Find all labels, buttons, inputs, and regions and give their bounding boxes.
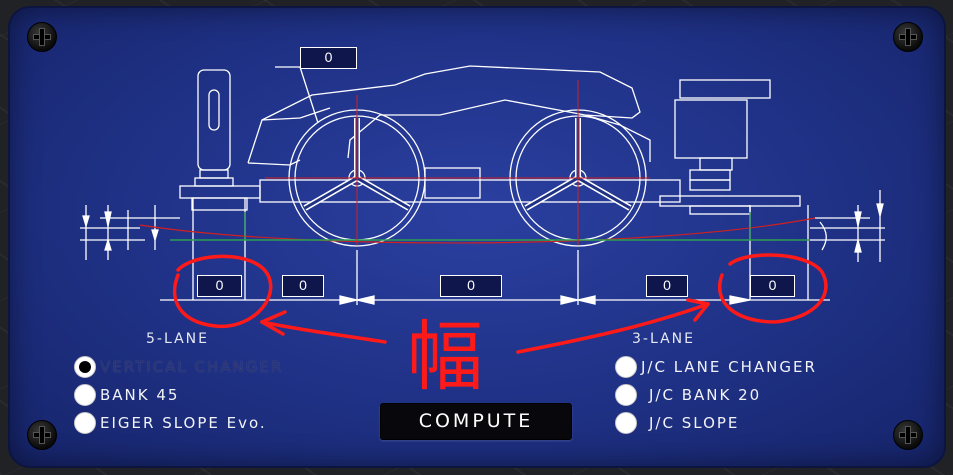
compute-button[interactable]: COMPUTE <box>380 403 572 440</box>
option-jc-bank-20[interactable]: J/C BANK 20 <box>615 383 761 407</box>
radio-icon[interactable] <box>615 384 637 406</box>
bottom-right-width-value[interactable]: 0 <box>750 275 795 297</box>
bottom-left-gap-value[interactable]: 0 <box>282 275 324 297</box>
option-label: BANK 45 <box>100 386 180 404</box>
bottom-center-value[interactable]: 0 <box>440 275 502 297</box>
option-jc-lane-changer[interactable]: J/C LANE CHANGER <box>615 355 817 379</box>
three-lane-title: 3-LANE <box>632 331 695 347</box>
screw-icon <box>27 420 57 450</box>
option-vertical-changer[interactable]: VERTICAL CHANGER <box>74 355 283 379</box>
option-label: J/C BANK 20 <box>649 386 762 404</box>
option-bank-45[interactable]: BANK 45 <box>74 383 179 407</box>
option-label: VERTICAL CHANGER <box>100 358 284 376</box>
annotation-glyph: 幅 <box>407 312 483 401</box>
radio-icon[interactable] <box>74 356 96 378</box>
bottom-right-gap-value[interactable]: 0 <box>646 275 688 297</box>
radio-icon[interactable] <box>74 412 96 434</box>
radio-icon[interactable] <box>615 412 637 434</box>
bottom-left-width-value[interactable]: 0 <box>197 275 242 297</box>
option-label: EIGER SLOPE Evo. <box>100 414 267 432</box>
screw-icon <box>27 22 57 52</box>
screw-icon <box>893 420 923 450</box>
radio-icon[interactable] <box>74 384 96 406</box>
radio-icon[interactable] <box>615 356 637 378</box>
option-eiger-slope[interactable]: EIGER SLOPE Evo. <box>74 411 267 435</box>
screw-icon <box>893 22 923 52</box>
blueprint-panel <box>8 6 946 468</box>
option-label: J/C SLOPE <box>649 414 740 432</box>
option-label: J/C LANE CHANGER <box>641 358 817 376</box>
five-lane-title: 5-LANE <box>146 331 209 347</box>
top-width-value[interactable]: 0 <box>300 47 357 69</box>
option-jc-slope[interactable]: J/C SLOPE <box>615 411 739 435</box>
